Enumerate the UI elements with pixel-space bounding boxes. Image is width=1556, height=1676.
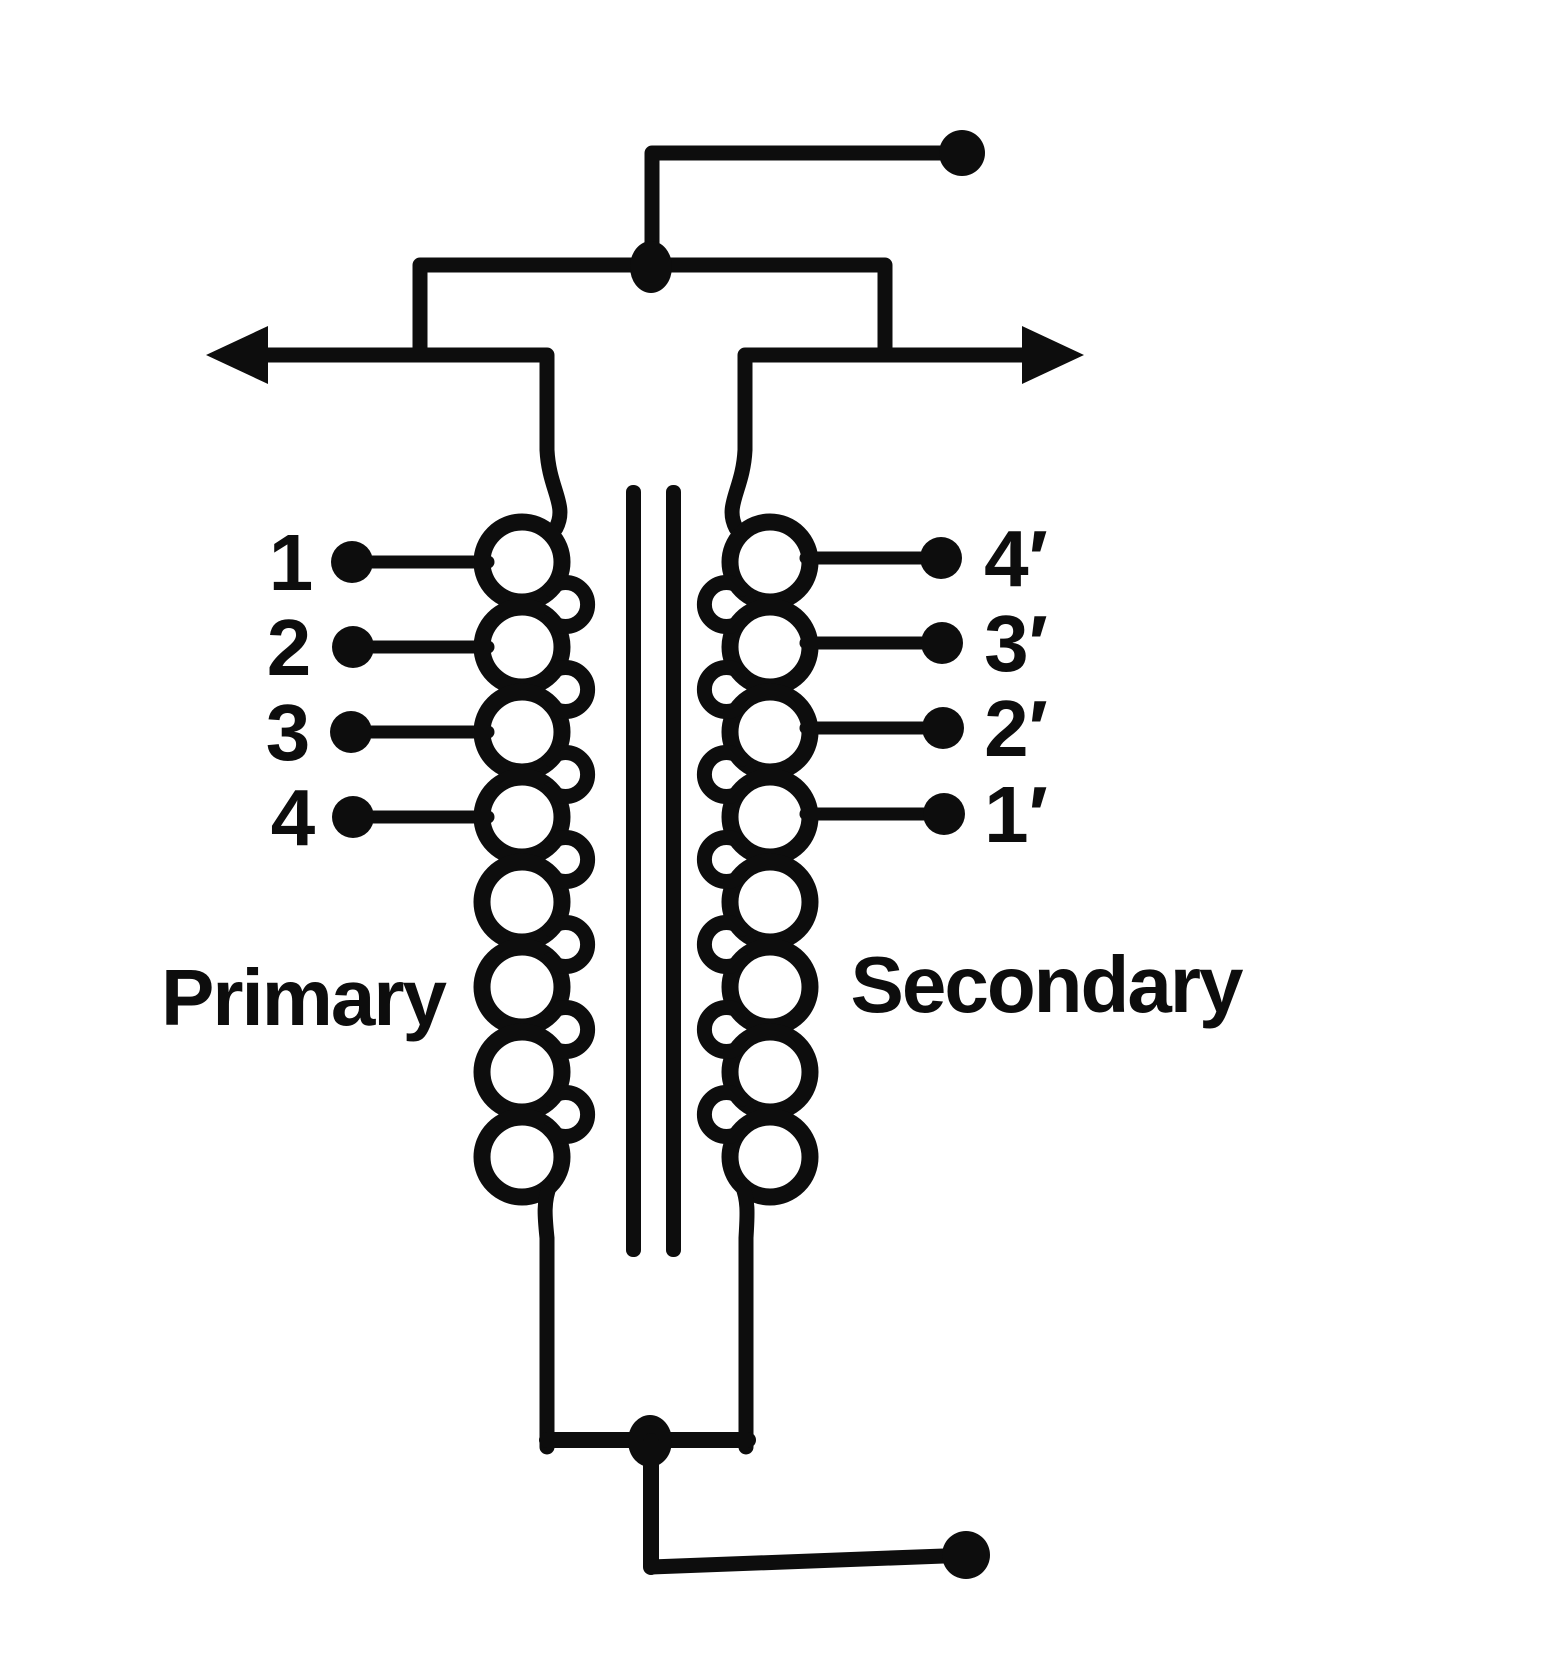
secondary-bottom-feed	[734, 1177, 755, 1455]
secondary-taps: 4′ 3′ 2′ 1′	[799, 514, 1048, 859]
tap-label-3: 3	[266, 688, 311, 777]
tap-label-4p: 4′	[984, 514, 1048, 603]
tap-dot-2p	[922, 707, 964, 749]
primary-title: Primary	[161, 953, 447, 1042]
top-terminal-dot	[939, 130, 985, 176]
tap-dot-4p	[920, 537, 962, 579]
secondary-coil-arc	[696, 915, 750, 974]
right-arrowhead-icon	[1022, 326, 1084, 384]
tap-dot-1	[331, 541, 373, 583]
secondary-winding	[696, 513, 819, 1455]
tap-dot-3p	[921, 622, 963, 664]
secondary-coil-arc	[696, 1085, 750, 1144]
right-lead-wire	[724, 347, 1070, 536]
tap-dot-4	[332, 796, 374, 838]
tap-label-2p: 2′	[984, 684, 1048, 773]
bottom-lead-wire	[643, 1548, 952, 1575]
primary-turn	[473, 1108, 571, 1206]
primary-coil-arc	[542, 915, 596, 974]
tap-dot-3	[330, 711, 372, 753]
primary-winding	[473, 513, 596, 1455]
secondary-turn	[721, 1108, 819, 1206]
tap-label-4: 4	[271, 773, 316, 862]
left-arrowhead-icon	[206, 326, 268, 384]
primary-coil-arc	[542, 575, 596, 634]
primary-coil-arc	[542, 1085, 596, 1144]
top-lead-wire	[644, 145, 948, 270]
bottom-terminal-dot	[942, 1531, 990, 1579]
primary-taps: 1 2 3 4	[266, 518, 495, 862]
secondary-coil-arc	[696, 660, 750, 719]
tap-label-2: 2	[267, 603, 312, 692]
secondary-coil-arc	[696, 830, 750, 889]
left-lead-wire	[218, 347, 568, 536]
tap-label-1: 1	[269, 518, 314, 607]
core-bar-left	[626, 485, 641, 1257]
secondary-coil-arc	[696, 1000, 750, 1059]
primary-coil-arc	[542, 1000, 596, 1059]
primary-coil-arc	[542, 745, 596, 804]
primary-bottom-feed	[537, 1177, 558, 1455]
secondary-coil-arc	[696, 575, 750, 634]
tap-dot-2	[332, 626, 374, 668]
core-bar-right	[666, 485, 681, 1257]
primary-coil-arc	[542, 830, 596, 889]
tap-label-1p: 1′	[984, 770, 1048, 859]
secondary-title: Secondary	[850, 940, 1244, 1029]
primary-coil-arc	[542, 660, 596, 719]
mid-junction-dot	[630, 241, 672, 293]
secondary-coil-arc	[696, 745, 750, 804]
tap-label-3p: 3′	[984, 599, 1048, 688]
tap-dot-1p	[923, 793, 965, 835]
